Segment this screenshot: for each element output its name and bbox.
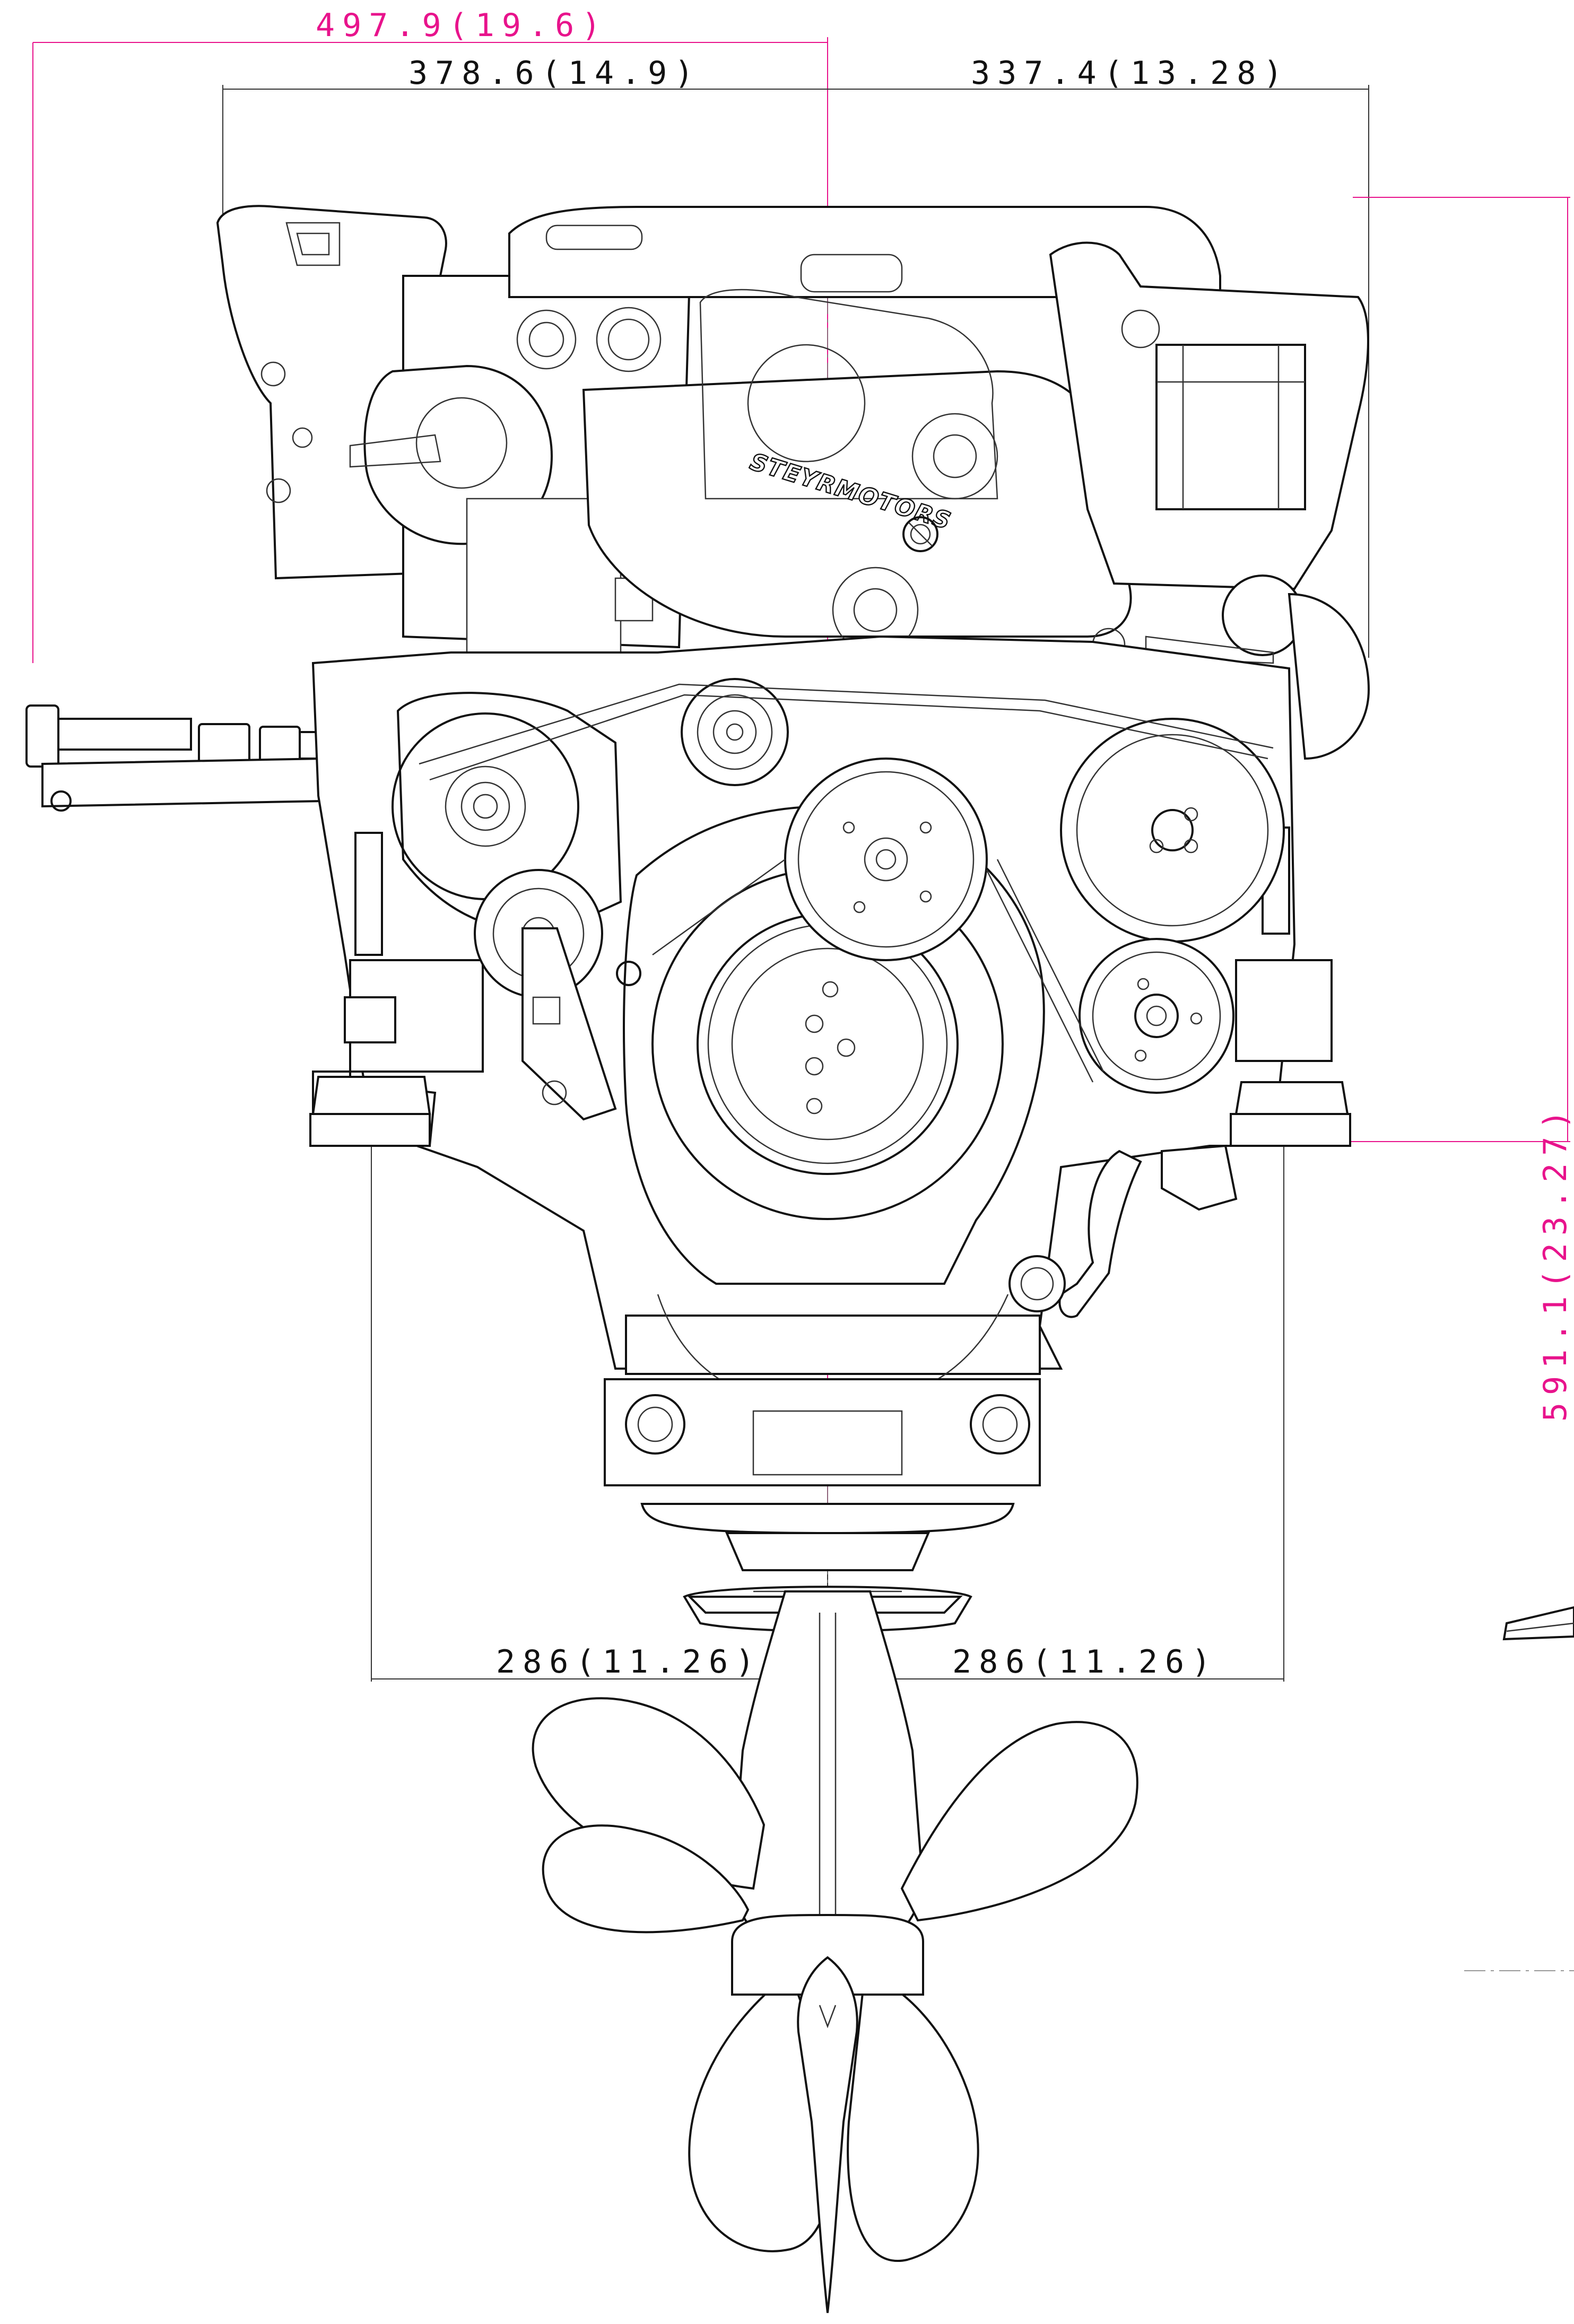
oil-sump [604, 1294, 1041, 1486]
timing-belt-cover [582, 289, 1132, 654]
coolant-hose [1008, 1144, 1238, 1318]
water-pump-pulley [392, 692, 622, 932]
propeller-blades [532, 1697, 1138, 2262]
tensioner-pulley-top [681, 678, 789, 786]
idler-pulley-center [784, 758, 988, 961]
power-steering-pulley [1079, 938, 1234, 1094]
dimension-right-width: 337.4(13.28) [971, 55, 1290, 92]
propeller-cone [797, 1956, 858, 2313]
side-view-fragment [1502, 1606, 1574, 1641]
dimension-left-width: 378.6(14.9) [408, 55, 701, 92]
dimension-bottom-right: 286(11.26) [952, 1643, 1218, 1681]
serpentine-belt [419, 683, 1274, 1083]
drive-flange [640, 1503, 1015, 1632]
brand-logo-emblem-icon [902, 516, 938, 552]
dimension-bottom-left: 286(11.26) [496, 1643, 762, 1681]
right-idler-assembly [1092, 575, 1370, 760]
dimension-overall-width: 497.9(19.6) [316, 7, 608, 44]
alternator-housing [1049, 241, 1369, 590]
left-engine-mount [309, 959, 484, 1147]
fuel-line [25, 704, 333, 812]
dimension-height: 591.1(23.27) [1537, 1103, 1574, 1422]
alternator-pulley [1060, 718, 1285, 943]
right-engine-mount [1230, 959, 1351, 1147]
belt-tensioner [474, 869, 641, 1121]
